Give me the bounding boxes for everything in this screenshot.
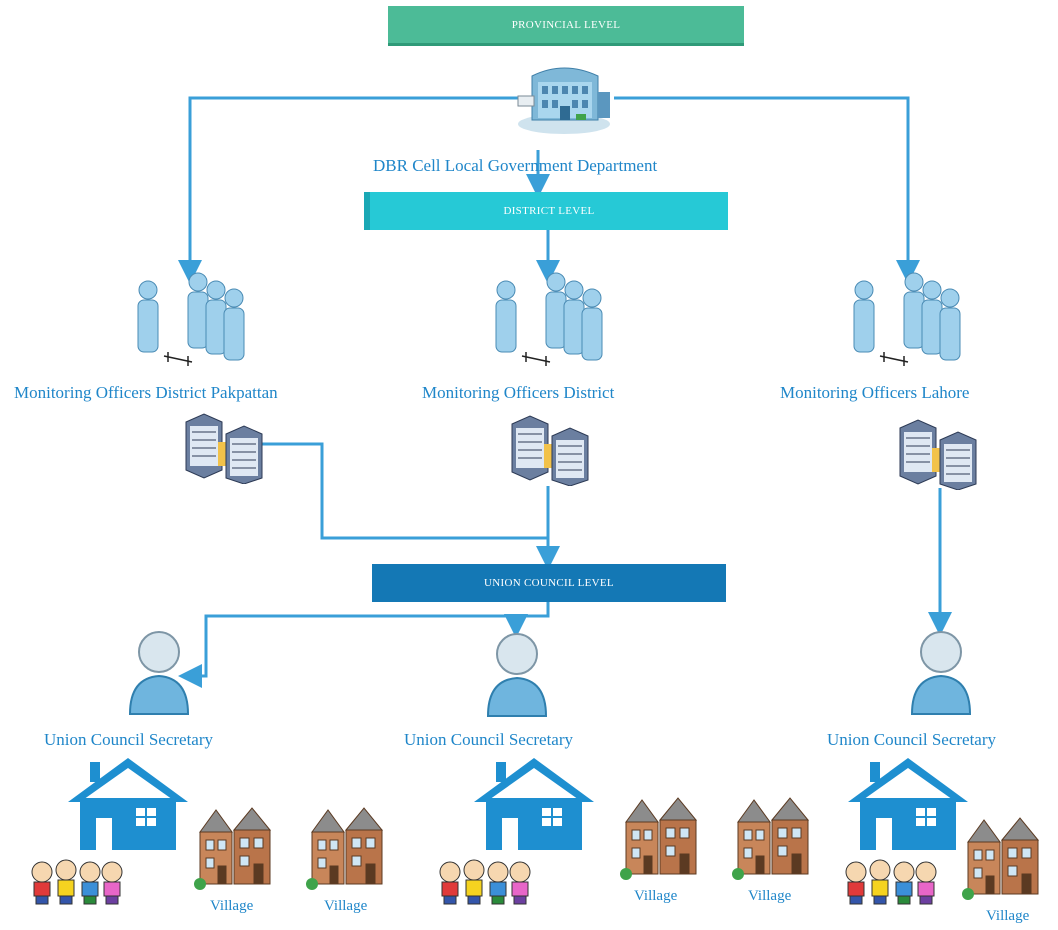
user-icon bbox=[128, 631, 190, 715]
line-prov-to-pakpattan bbox=[178, 96, 520, 284]
server-icon bbox=[185, 413, 263, 484]
children-group-icon bbox=[845, 859, 937, 905]
monitoring-officers-label: Monitoring Officers District bbox=[422, 383, 615, 402]
secretary-label: Union Council Secretary bbox=[827, 730, 997, 749]
officer-group-icon bbox=[137, 272, 245, 366]
officer-group-icon bbox=[853, 272, 961, 366]
village-houses-icon bbox=[306, 807, 384, 890]
village-houses-icon bbox=[732, 797, 810, 880]
district-level-box: DISTRICT LEVEL bbox=[364, 192, 728, 230]
monitoring-officers-label: Monitoring Officers Lahore bbox=[780, 383, 970, 402]
government-building-icon bbox=[517, 67, 610, 134]
village-label: Village bbox=[324, 898, 368, 914]
line-prov-to-lahore bbox=[614, 96, 920, 284]
village-label: Village bbox=[210, 898, 254, 914]
union-council-level-box: UNION COUNCIL LEVEL bbox=[372, 564, 726, 602]
server-icon bbox=[511, 415, 589, 486]
line-left-server-to-uc bbox=[262, 442, 560, 570]
officer-group-icon bbox=[495, 272, 603, 366]
village-label: Village bbox=[986, 908, 1030, 924]
secretary-label: Union Council Secretary bbox=[404, 730, 574, 749]
secretary-label: Union Council Secretary bbox=[44, 730, 214, 749]
server-icon bbox=[899, 419, 977, 490]
house-icon bbox=[474, 758, 594, 850]
user-icon bbox=[486, 633, 548, 717]
village-label: Village bbox=[634, 888, 678, 904]
house-icon bbox=[848, 758, 968, 850]
user-icon bbox=[910, 631, 972, 715]
department-label: DBR Cell Local Government Department bbox=[373, 156, 658, 175]
village-houses-icon bbox=[962, 817, 1040, 900]
provincial-level-box: PROVINCIAL LEVEL bbox=[388, 6, 744, 46]
house-icon bbox=[68, 758, 188, 850]
children-group-icon bbox=[439, 859, 531, 905]
village-houses-icon bbox=[194, 807, 272, 890]
village-houses-icon bbox=[620, 797, 698, 880]
children-group-icon bbox=[31, 859, 123, 905]
monitoring-officers-label: Monitoring Officers District Pakpattan bbox=[14, 383, 278, 402]
village-label: Village bbox=[748, 888, 792, 904]
line-uc-to-left-secretary bbox=[178, 602, 550, 688]
